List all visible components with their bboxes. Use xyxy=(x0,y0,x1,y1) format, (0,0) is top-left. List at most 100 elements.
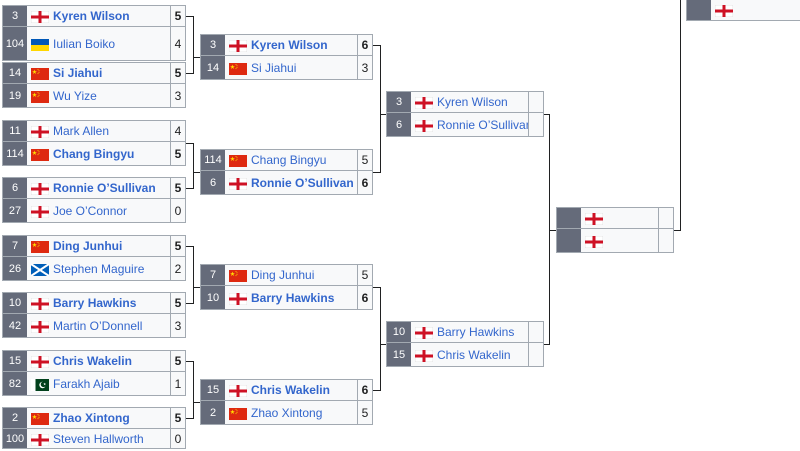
score: 5 xyxy=(170,63,185,83)
connector-line xyxy=(380,287,381,391)
china-flag-icon xyxy=(229,62,247,75)
connector-line xyxy=(380,344,386,345)
player-name[interactable]: Ding Junhui xyxy=(53,239,123,253)
player-name[interactable]: Martin O’Donnell xyxy=(53,318,143,333)
player-name[interactable]: Chang Bingyu xyxy=(53,146,135,161)
china-flag-icon xyxy=(229,269,247,282)
score: 6 xyxy=(357,286,372,309)
player-name[interactable]: Barry Hawkins xyxy=(437,325,515,339)
player-name[interactable]: Chris Wakelin xyxy=(437,347,511,362)
player-row: 2 Zhao Xintong 5 xyxy=(200,401,373,425)
score: 5 xyxy=(357,265,372,285)
player-name[interactable]: Joe O’Connor xyxy=(53,203,128,218)
score: 6 xyxy=(357,380,372,400)
player-row: 100 Steven Hallworth 0 xyxy=(2,429,186,449)
player-name[interactable]: Steven Hallworth xyxy=(53,431,144,446)
connector-line xyxy=(186,361,193,362)
player-name[interactable]: Ronnie O’Sullivan xyxy=(251,175,354,190)
score: 5 xyxy=(170,351,185,371)
connector-line xyxy=(373,287,380,288)
player-row: 15 Chris Wakelin 6 xyxy=(200,379,373,401)
player-row: 114 Chang Bingyu 5 xyxy=(2,142,186,166)
seed: 19 xyxy=(3,84,27,107)
score: 5 xyxy=(170,408,185,428)
china-flag-icon xyxy=(31,240,49,253)
seed: 7 xyxy=(3,236,27,256)
player-name[interactable]: Kyren Wilson xyxy=(53,9,130,23)
player-row xyxy=(556,207,674,229)
connector-line xyxy=(549,114,550,345)
player-name[interactable]: Farakh Ajaib xyxy=(53,376,120,391)
player-name[interactable]: Chang Bingyu xyxy=(251,153,327,167)
player-name[interactable]: Zhao Xintong xyxy=(251,405,323,420)
connector-line xyxy=(193,57,200,58)
connector-line xyxy=(193,172,200,173)
score: 6 xyxy=(357,171,372,194)
player-name[interactable]: Ronnie O’Sullivan xyxy=(437,117,528,132)
player-name[interactable]: Ding Junhui xyxy=(251,268,315,282)
player-row: 19 Wu Yize 3 xyxy=(2,84,186,108)
england-flag-icon xyxy=(228,384,248,398)
player-row: 6 Ronnie O’Sullivan 5 xyxy=(2,177,186,199)
match-r2-2: 114 Chang Bingyu 5 6 Ronnie O’Sullivan 6 xyxy=(200,149,373,195)
score: 3 xyxy=(357,56,372,79)
player-name[interactable]: Si Jiahui xyxy=(53,66,103,80)
player-row: 15 Chris Wakelin xyxy=(386,343,544,367)
match-r3-2: 10 Barry Hawkins 15 Chris Wakelin xyxy=(386,321,544,367)
seed: 42 xyxy=(3,314,27,337)
score: 5 xyxy=(170,178,185,198)
seed: 3 xyxy=(201,35,225,55)
china-flag-icon xyxy=(31,90,49,103)
score: 0 xyxy=(170,429,185,448)
player-row: 7 Ding Junhui 5 xyxy=(200,264,373,286)
seed: 10 xyxy=(3,293,27,313)
england-flag-icon xyxy=(30,320,50,333)
player-name[interactable]: Barry Hawkins xyxy=(251,290,335,305)
connector-line xyxy=(193,16,194,74)
connector-line xyxy=(193,287,200,288)
player-name[interactable]: Zhao Xintong xyxy=(53,411,130,425)
player-name[interactable]: Wu Yize xyxy=(53,88,97,103)
player-row: 3 Kyren Wilson 5 xyxy=(2,5,186,27)
player-name[interactable]: Stephen Maguire xyxy=(53,261,145,276)
player-row: 11 Mark Allen 4 xyxy=(2,120,186,142)
score: 5 xyxy=(170,236,185,256)
score xyxy=(528,113,543,136)
player-row: 14 Si Jiahui 5 xyxy=(2,62,186,84)
connector-line xyxy=(674,230,680,231)
match-r2-3: 7 Ding Junhui 5 10 Barry Hawkins 6 xyxy=(200,264,373,310)
player-row: 10 Barry Hawkins 6 xyxy=(200,286,373,310)
match-r1-7: 15 Chris Wakelin 5 82 Farakh Ajaib 1 xyxy=(2,350,186,396)
player-name[interactable]: Chris Wakelin xyxy=(53,354,132,368)
player-row: 82 Farakh Ajaib 1 xyxy=(2,372,186,396)
player-row: 104 Iulian Boiko 4 xyxy=(2,27,186,61)
player-name[interactable]: Chris Wakelin xyxy=(251,383,330,397)
player-name[interactable]: Kyren Wilson xyxy=(437,95,508,109)
match-r1-5: 7 Ding Junhui 5 26 Stephen Maguire 2 xyxy=(2,235,186,281)
connector-line xyxy=(380,114,386,115)
connector-line xyxy=(544,114,549,115)
player-row: 2 Zhao Xintong 5 xyxy=(2,407,186,429)
player-name[interactable]: Mark Allen xyxy=(53,124,110,138)
player-name[interactable]: Si Jiahui xyxy=(251,60,297,75)
player-name[interactable]: Iulian Boiko xyxy=(53,36,116,51)
player-row: 3 Kyren Wilson 6 xyxy=(200,34,373,56)
score: 2 xyxy=(170,257,185,280)
seed: 6 xyxy=(3,178,27,198)
connector-line xyxy=(544,344,549,345)
score: 6 xyxy=(357,35,372,55)
england-flag-icon xyxy=(30,205,50,218)
player-name[interactable]: Barry Hawkins xyxy=(53,296,137,310)
seed xyxy=(557,229,581,252)
seed: 82 xyxy=(3,372,27,395)
player-name[interactable]: Ronnie O’Sullivan xyxy=(53,181,156,195)
player-name[interactable]: Kyren Wilson xyxy=(251,38,328,52)
connector-line xyxy=(373,172,380,173)
seed: 10 xyxy=(387,322,411,342)
player-row: 10 Barry Hawkins xyxy=(386,321,544,343)
seed: 6 xyxy=(201,171,225,194)
connector-line xyxy=(186,143,193,144)
connector-line xyxy=(373,390,380,391)
connector-line xyxy=(186,418,193,419)
connector-line xyxy=(186,73,193,74)
